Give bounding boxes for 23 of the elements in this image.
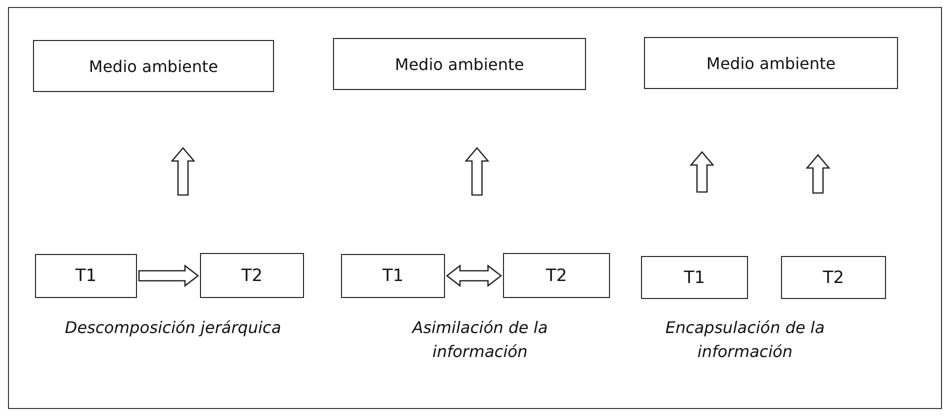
box-label: Medio ambiente xyxy=(706,54,836,72)
box-label: Medio ambiente xyxy=(88,56,218,76)
caption: Descomposición jerárquica xyxy=(64,317,282,339)
box-label: Medio ambiente xyxy=(394,54,524,74)
task-box xyxy=(503,253,610,298)
environment-box xyxy=(644,37,898,89)
hollow-arrow xyxy=(138,264,200,288)
box-label: T2 xyxy=(241,266,263,286)
environment-box xyxy=(33,40,274,92)
task-box xyxy=(200,253,304,298)
box-label: T1 xyxy=(75,266,97,286)
hollow-arrow xyxy=(446,264,502,288)
box-label: T2 xyxy=(822,268,844,288)
task-box xyxy=(641,256,748,299)
environment-box xyxy=(333,38,586,90)
box-label: T1 xyxy=(382,266,404,286)
task-box xyxy=(35,254,137,298)
task-box xyxy=(341,254,445,298)
caption: Encapsulación de la información xyxy=(664,317,826,363)
box-label: T1 xyxy=(684,268,706,288)
task-box xyxy=(781,256,886,299)
caption: Asimilación de la información xyxy=(410,317,549,363)
box-label: T2 xyxy=(546,266,568,286)
